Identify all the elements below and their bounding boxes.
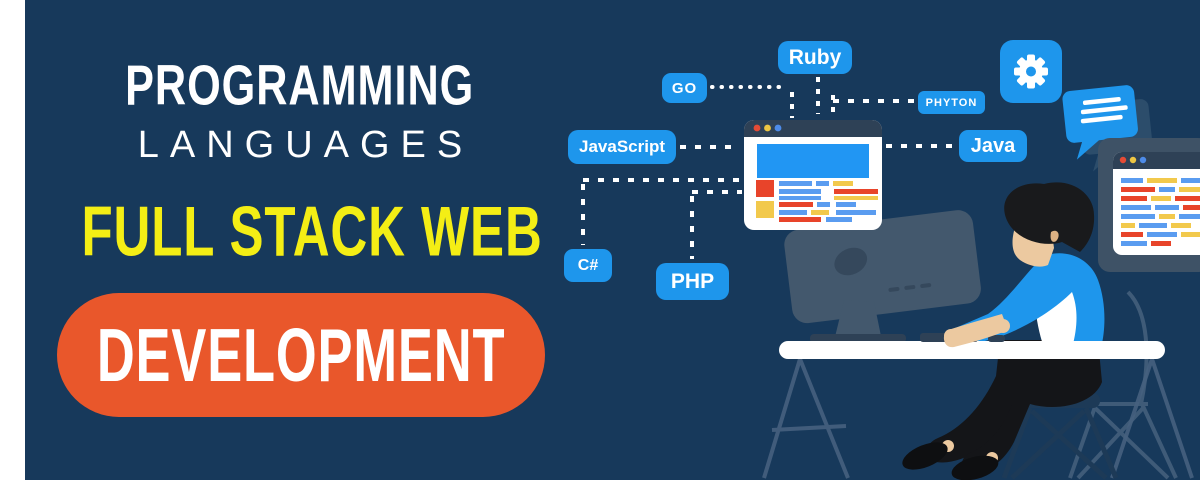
- desk-legs: [762, 358, 1194, 479]
- browser-dots: [753, 124, 782, 132]
- headline-languages: LANGUAGES: [137, 124, 474, 166]
- dot-yellow: [764, 124, 771, 132]
- hand: [944, 329, 958, 343]
- development-pill-text: DEVELOPMENT: [96, 312, 506, 398]
- dot-blue: [1139, 156, 1147, 164]
- language-chip-go: GO: [662, 73, 707, 103]
- dot-red: [1119, 156, 1127, 164]
- headline-programming: PROGRAMMING: [60, 53, 540, 116]
- dot-blue: [774, 124, 782, 132]
- headline-programming-text: PROGRAMMING: [125, 53, 475, 117]
- left-margin-strip: [0, 0, 25, 480]
- headline-fullstack: FULL STACK WEB: [50, 192, 550, 271]
- language-chip-java: Java: [959, 130, 1027, 162]
- code-lines: [1121, 178, 1200, 246]
- browser-content-rows: [756, 180, 878, 222]
- headline-fullstack-text: FULL STACK WEB: [81, 191, 543, 272]
- language-chip-ruby: Ruby: [778, 41, 852, 74]
- developer-forearm: [943, 314, 1010, 348]
- monitor-logo: [834, 247, 868, 276]
- dotted-connectors: [581, 77, 955, 259]
- ear: [1050, 230, 1059, 242]
- gear-icon: [1000, 40, 1062, 103]
- language-chip-phyton: PHYTON: [918, 91, 985, 114]
- desk: [779, 341, 1165, 359]
- code-window-dots: [1119, 156, 1147, 164]
- hair: [1004, 182, 1095, 252]
- language-chip-php: PHP: [656, 263, 729, 300]
- language-chip-csharp: C#: [564, 249, 612, 282]
- dot-red: [753, 124, 761, 132]
- shoes: [902, 442, 999, 480]
- code-window-header: [1113, 152, 1200, 169]
- hand: [996, 319, 1010, 333]
- development-pill: DEVELOPMENT: [57, 293, 545, 417]
- chat-bubble-body: [1062, 85, 1138, 160]
- monitor-back: [784, 210, 981, 324]
- dot-yellow: [1129, 156, 1137, 164]
- monitor-vents: [888, 283, 932, 292]
- monitor-stand: [834, 300, 882, 341]
- chat-bubble-icon: [1062, 85, 1153, 172]
- code-window-body: [1113, 152, 1200, 255]
- mouse: [988, 335, 1005, 342]
- illustration-scene: [581, 40, 1200, 480]
- browser-header: [744, 120, 882, 137]
- monitor-base: [810, 334, 906, 343]
- browser-hero-block: [757, 144, 869, 178]
- language-chip-javascript: JavaScript: [568, 130, 676, 164]
- browser-window: [744, 120, 882, 230]
- monitor: [784, 210, 981, 343]
- code-window: [1098, 138, 1200, 272]
- developer-legs: [902, 340, 1102, 480]
